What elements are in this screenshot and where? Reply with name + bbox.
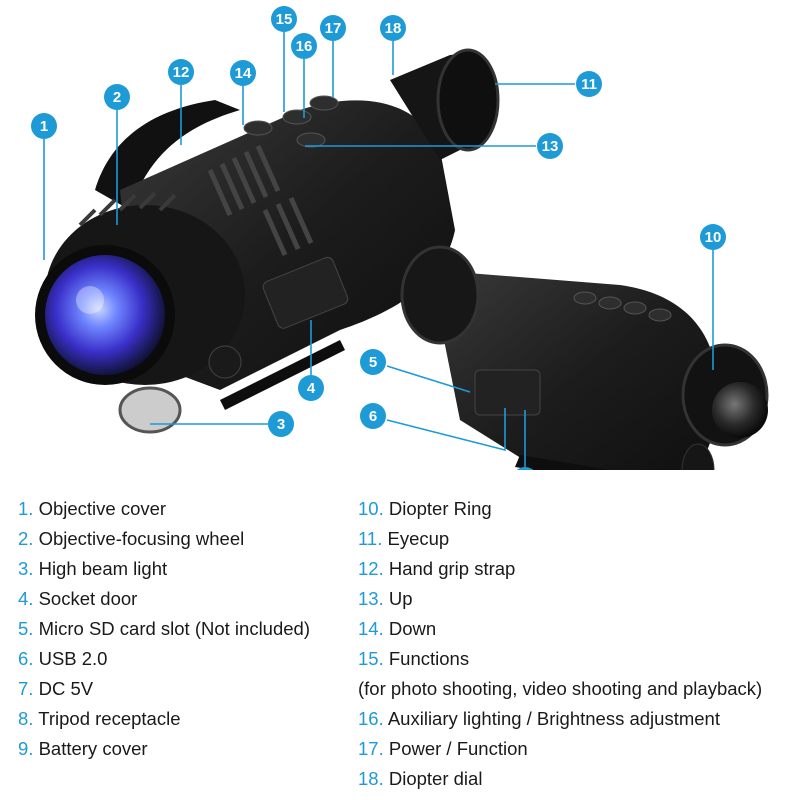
legend-label: Eyecup xyxy=(387,528,450,549)
callout-badges: 1 2 3 4 5 6 7 8 9 10 11 12 13 14 15 16 1… xyxy=(31,6,726,470)
legend-number: 18. xyxy=(358,768,384,789)
callout-17: 17 xyxy=(320,15,346,41)
legend-label: Auxiliary lighting / Brightness adjustme… xyxy=(387,708,720,729)
callout-16-label: 16 xyxy=(296,38,313,55)
legend-label: USB 2.0 xyxy=(38,648,108,669)
callout-11-label: 11 xyxy=(581,76,597,93)
legend-label: Diopter Ring xyxy=(388,498,492,519)
legend-item: 7. DC 5V xyxy=(18,674,310,704)
legend-number: 13. xyxy=(358,588,384,609)
callout-7: 7 xyxy=(516,467,534,470)
legend-label: (for photo shooting, video shooting and … xyxy=(358,678,763,699)
legend-right: 10. Diopter Ring 11. Eyecup 12. Hand gri… xyxy=(358,494,762,794)
legend-item: 4. Socket door xyxy=(18,584,310,614)
legend-item: 11. Eyecup xyxy=(358,524,762,554)
legend-label: Battery cover xyxy=(38,738,148,759)
callout-2-label: 2 xyxy=(113,89,121,106)
legend-number: 10. xyxy=(358,498,384,519)
leader-lines xyxy=(43,32,714,467)
legend-item: 18. Diopter dial xyxy=(358,764,762,794)
legend-label: Objective-focusing wheel xyxy=(38,528,245,549)
legend-label: Up xyxy=(388,588,413,609)
callout-1-label: 1 xyxy=(40,118,48,135)
callout-6: 6 xyxy=(360,403,386,429)
callout-14: 14 xyxy=(230,60,256,86)
callout-4-label: 4 xyxy=(307,380,316,397)
legend-item: 14. Down xyxy=(358,614,762,644)
legend-item: 5. Micro SD card slot (Not included) xyxy=(18,614,310,644)
legend-number: 4. xyxy=(18,588,34,609)
legend-number: 17. xyxy=(358,738,384,759)
callout-6-label: 6 xyxy=(369,408,377,425)
callout-4: 4 xyxy=(298,375,324,401)
callout-16: 16 xyxy=(291,33,317,59)
legend-item: 10. Diopter Ring xyxy=(358,494,762,524)
callout-12-label: 12 xyxy=(173,64,190,81)
callout-10: 10 xyxy=(700,224,726,250)
legend-item: 8. Tripod receptacle xyxy=(18,704,310,734)
callout-14-label: 14 xyxy=(235,65,252,82)
legend-number: 15. xyxy=(358,648,384,669)
callout-5-label: 5 xyxy=(369,354,377,371)
legend-number: 2. xyxy=(18,528,34,549)
legend-label: Micro SD card slot (Not included) xyxy=(38,618,310,639)
legend-number: 6. xyxy=(18,648,34,669)
callout-13: 13 xyxy=(537,133,563,159)
legend-number: 9. xyxy=(18,738,34,759)
legend-label: Diopter dial xyxy=(388,768,483,789)
callout-15: 15 xyxy=(271,6,297,32)
legend-label: Hand grip strap xyxy=(388,558,516,579)
legend-number: 12. xyxy=(358,558,384,579)
legend-item: 16. Auxiliary lighting / Brightness adju… xyxy=(358,704,762,734)
callout-3-label: 3 xyxy=(277,416,285,433)
callout-15-label: 15 xyxy=(276,11,293,28)
callout-13-label: 13 xyxy=(542,138,559,155)
legend-label: Power / Function xyxy=(388,738,528,759)
legend-item: 2. Objective-focusing wheel xyxy=(18,524,310,554)
legend-label: Objective cover xyxy=(38,498,167,519)
legend-number: 16. xyxy=(358,708,384,729)
legend-number: 8. xyxy=(18,708,34,729)
callout-3: 3 xyxy=(268,411,294,437)
legend-label: High beam light xyxy=(38,558,168,579)
legend-item: 15. Functions xyxy=(358,644,762,674)
legend-label: Down xyxy=(388,618,437,639)
legend-item: 12. Hand grip strap xyxy=(358,554,762,584)
callout-18-label: 18 xyxy=(385,20,402,37)
legend-item: 1. Objective cover xyxy=(18,494,310,524)
monocular-rear-view xyxy=(400,245,769,470)
legend-label: DC 5V xyxy=(38,678,94,699)
legend-number: 1. xyxy=(18,498,34,519)
legend-number: 11. xyxy=(358,528,383,549)
callout-18: 18 xyxy=(380,15,406,41)
legend-item: 17. Power / Function xyxy=(358,734,762,764)
legend-left: 1. Objective cover 2. Objective-focusing… xyxy=(18,494,310,764)
callout-17-label: 17 xyxy=(325,20,342,37)
legend-number: 14. xyxy=(358,618,384,639)
callout-2: 2 xyxy=(104,84,130,110)
legend-label: Tripod receptacle xyxy=(38,708,181,729)
legend-number: 5. xyxy=(18,618,34,639)
legend-number: 7. xyxy=(18,678,34,699)
callout-10-label: 10 xyxy=(705,229,722,246)
legend-number: 3. xyxy=(18,558,34,579)
callout-12: 12 xyxy=(168,59,194,85)
legend-item: 3. High beam light xyxy=(18,554,310,584)
legend-label: Functions xyxy=(388,648,470,669)
product-diagram: 1 2 3 4 5 6 7 8 9 10 11 12 13 14 15 16 1… xyxy=(31,6,769,470)
legend-item: 13. Up xyxy=(358,584,762,614)
callout-5: 5 xyxy=(360,349,386,375)
legend-item-note: (for photo shooting, video shooting and … xyxy=(358,674,762,704)
monocular-front-view xyxy=(35,48,500,434)
legend-item: 6. USB 2.0 xyxy=(18,644,310,674)
legend-item: 9. Battery cover xyxy=(18,734,310,764)
callout-11: 11 xyxy=(576,71,602,97)
callout-1: 1 xyxy=(31,113,57,139)
legend-label: Socket door xyxy=(38,588,138,609)
